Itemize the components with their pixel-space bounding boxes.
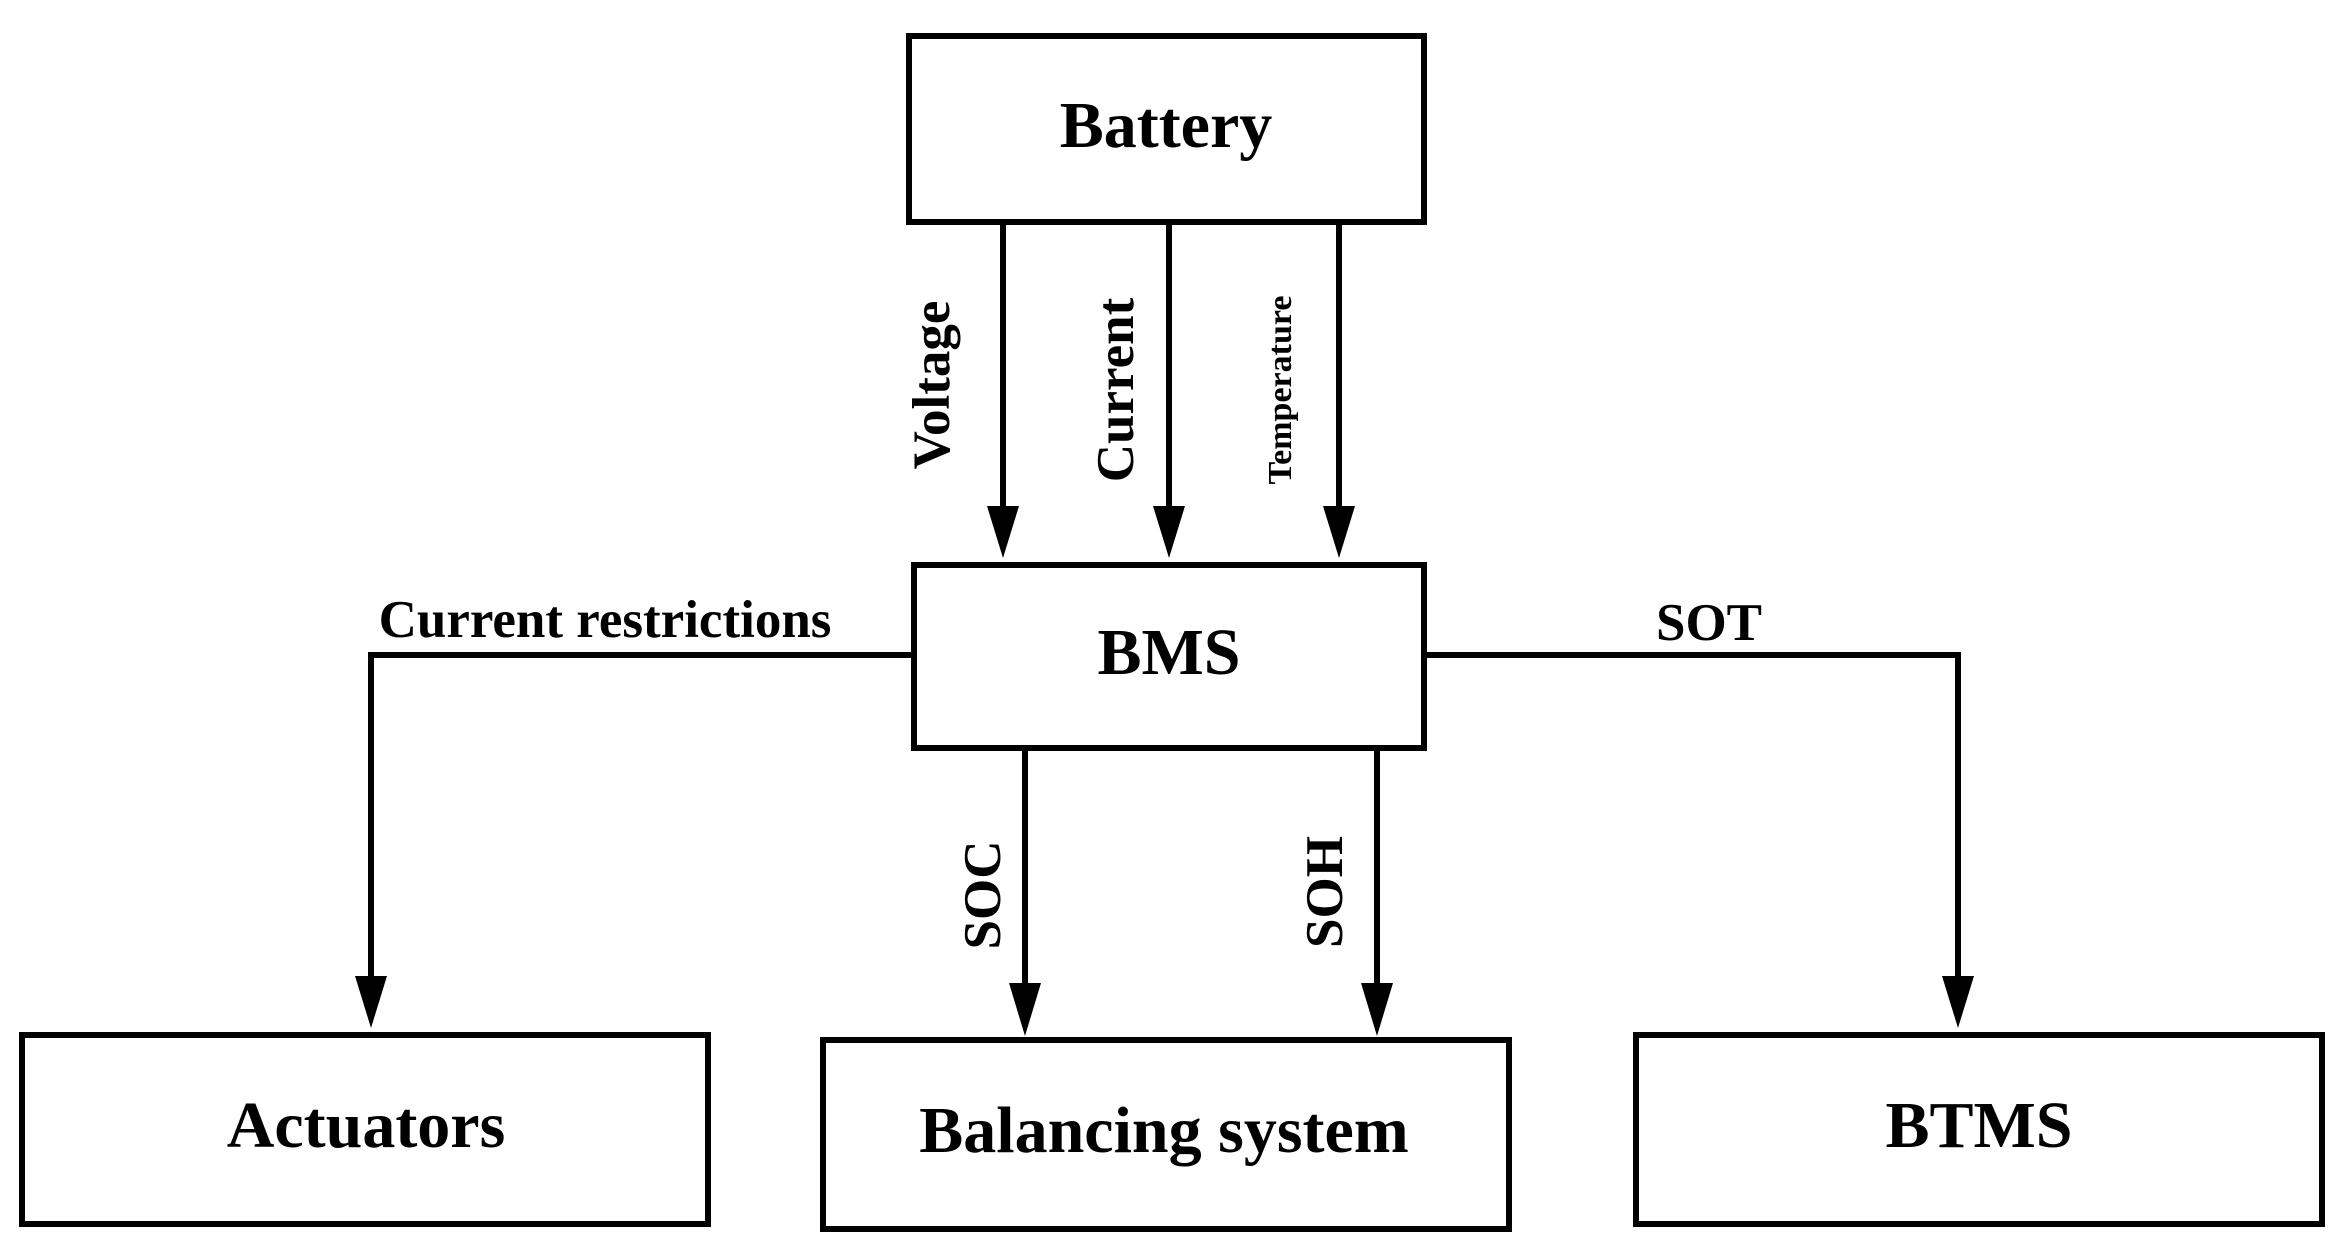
temperature-label: Temperature	[1262, 296, 1299, 485]
current-label: Current	[1087, 297, 1145, 482]
balancing-system-label: Balancing system	[919, 1094, 1409, 1167]
current-arrowhead	[1153, 506, 1185, 558]
btms-box	[1633, 1032, 2325, 1227]
current-restrictions-arrow-line	[368, 652, 914, 988]
btms-node: BTMS	[1633, 1032, 2325, 1227]
bms-box	[911, 562, 1427, 751]
temperature-arrowhead	[1323, 506, 1355, 558]
balancing-system-box	[820, 1037, 1512, 1232]
bms-node: BMS	[911, 562, 1427, 751]
voltage-label: Voltage	[903, 301, 961, 470]
temperature-edge: Temperature	[1262, 222, 1355, 558]
voltage-edge: Voltage	[903, 222, 1019, 558]
sot-arrowhead	[1942, 976, 1974, 1028]
soh-label: SOH	[1296, 836, 1354, 948]
actuators-label: Actuators	[227, 1089, 506, 1162]
soc-edge: SOC	[954, 748, 1041, 1036]
soh-arrowhead	[1361, 983, 1393, 1036]
current-restrictions-arrowhead	[355, 976, 387, 1028]
soc-label: SOC	[954, 841, 1012, 950]
battery-label: Battery	[1060, 89, 1273, 162]
current-restrictions-label: Current restrictions	[379, 591, 832, 649]
voltage-arrowhead	[987, 506, 1019, 558]
actuators-node: Actuators	[19, 1032, 711, 1227]
current-edge: Current	[1087, 222, 1185, 558]
btms-label: BTMS	[1885, 1089, 2072, 1162]
sot-edge: SOT	[1424, 594, 1974, 1028]
soc-arrowhead	[1009, 983, 1041, 1036]
current-restrictions-edge: Current restrictions	[355, 591, 914, 1028]
sot-arrow-line	[1424, 652, 1961, 988]
actuators-box	[19, 1032, 711, 1227]
sot-label: SOT	[1656, 594, 1762, 652]
battery-node: Battery	[906, 33, 1427, 225]
soh-edge: SOH	[1296, 748, 1393, 1036]
battery-box	[906, 33, 1427, 225]
balancing-system-node: Balancing system	[820, 1037, 1512, 1232]
bms-label: BMS	[1097, 616, 1240, 689]
